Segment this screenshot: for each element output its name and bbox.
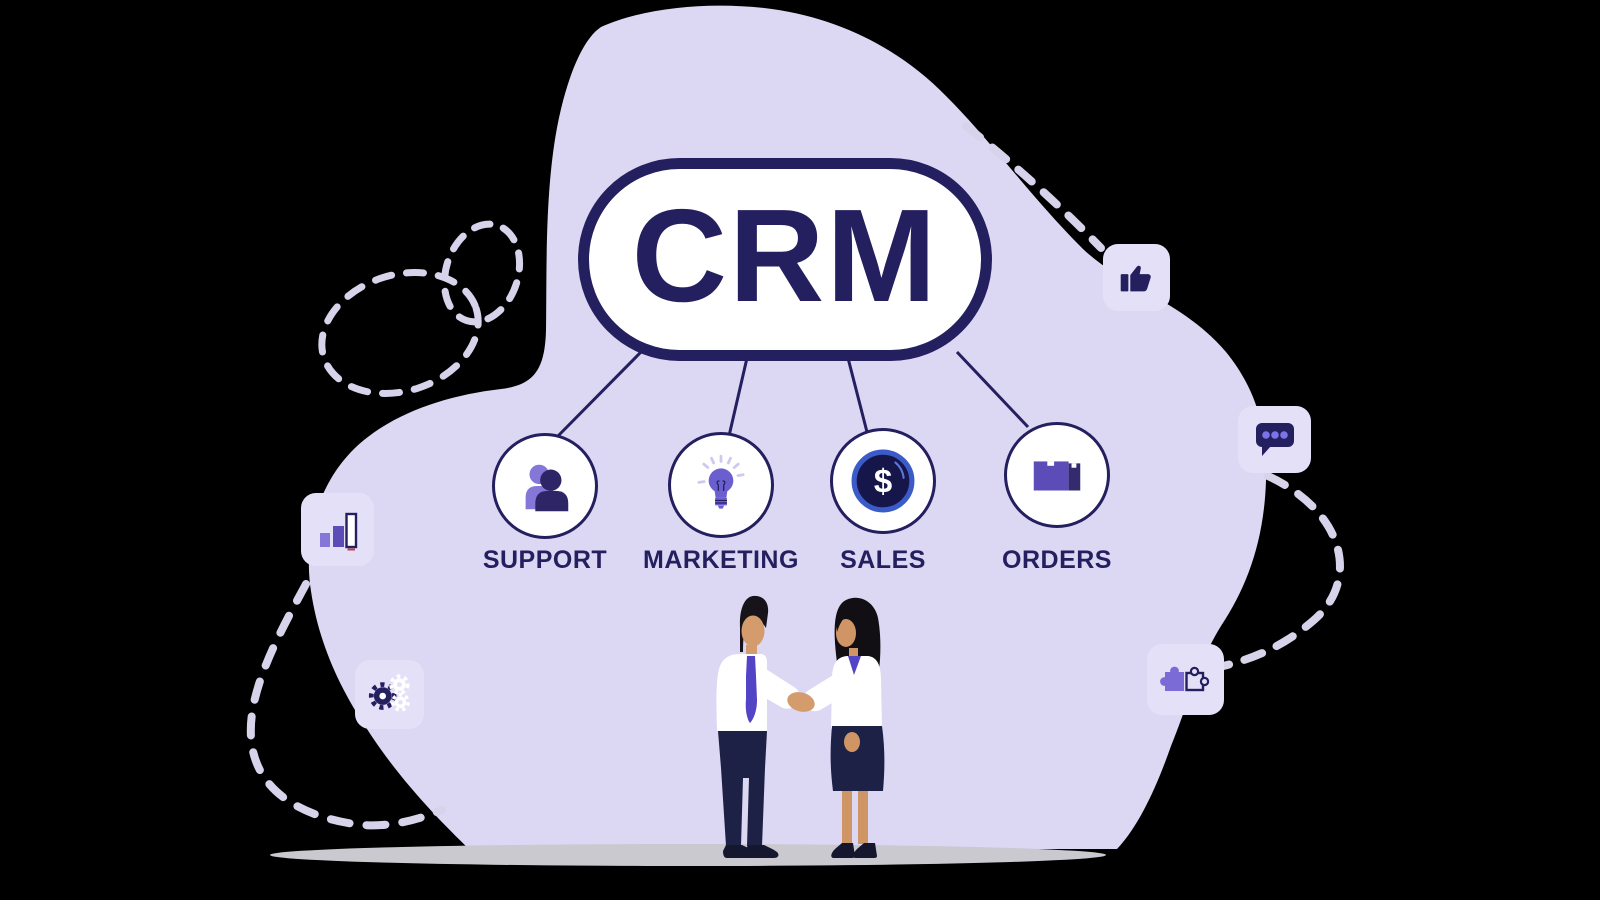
users-icon xyxy=(525,464,569,512)
businessman-sleeve xyxy=(750,664,800,709)
connector-sales xyxy=(846,357,869,433)
lightbulb-icon xyxy=(697,455,745,509)
bar-chart-card xyxy=(301,493,374,566)
puzzle-icon xyxy=(1159,666,1209,691)
businessman-tie xyxy=(745,656,757,723)
node-support-label: SUPPORT xyxy=(482,546,608,574)
node-marketing-circle xyxy=(668,432,774,538)
thumbs-up-icon xyxy=(1120,265,1151,291)
businesswoman-leg-right xyxy=(858,791,868,844)
dashed-doodle-small-loop xyxy=(440,220,524,326)
crm-title: CRM xyxy=(631,181,939,329)
dollar-coin-icon: $ xyxy=(851,449,915,513)
businesswoman-collar xyxy=(848,656,861,675)
connector-support xyxy=(554,350,643,440)
dashed-arc-right xyxy=(1202,472,1344,674)
businesswoman-shoe-right xyxy=(853,843,877,858)
connector-orders xyxy=(955,350,1030,429)
businesswoman-neck xyxy=(849,648,858,659)
connector-lines xyxy=(554,350,1030,440)
node-marketing-label: MARKETING xyxy=(643,546,799,574)
package-icon xyxy=(1033,461,1081,491)
businessman-shoe-front xyxy=(745,845,779,858)
chat-dots-icon xyxy=(1255,422,1294,456)
node-sales-circle: $ xyxy=(830,428,936,534)
chat-card xyxy=(1238,406,1311,473)
dollar-symbol: $ xyxy=(874,462,892,499)
businesswoman-hair-front xyxy=(836,602,873,632)
businessman-hair-top xyxy=(740,595,768,624)
bar-chart-icon xyxy=(319,512,357,550)
ground-shadow xyxy=(270,844,1106,866)
businessman-neck xyxy=(746,645,757,657)
businesswoman-figure xyxy=(803,597,885,858)
businesswoman-leg-left xyxy=(842,791,852,844)
node-support-circle xyxy=(492,433,598,539)
gears-card xyxy=(355,660,424,729)
businessman-pants xyxy=(718,731,767,846)
businessman-face xyxy=(741,615,765,647)
businesswoman-face xyxy=(836,619,856,647)
node-sales-label: SALES xyxy=(840,546,926,574)
thumbs-up-card xyxy=(1103,244,1170,311)
businesswoman-sleeve xyxy=(803,669,852,712)
background-blob xyxy=(308,5,1267,850)
dashed-arc-bottom-left xyxy=(246,580,446,830)
handshake xyxy=(787,692,815,712)
connector-marketing xyxy=(727,357,749,437)
businessman-figure xyxy=(716,595,800,858)
dashed-decorations xyxy=(246,122,1344,830)
businesswoman-shoe-left xyxy=(831,843,855,858)
puzzle-card xyxy=(1147,644,1224,715)
dashed-doodle-large-loop xyxy=(318,269,482,397)
gears-icon xyxy=(368,673,410,712)
businesswoman-hand-hip xyxy=(844,732,860,752)
crm-badge: CRM xyxy=(578,158,992,361)
node-orders-label: ORDERS xyxy=(1002,546,1112,574)
node-orders-circle xyxy=(1004,422,1110,528)
